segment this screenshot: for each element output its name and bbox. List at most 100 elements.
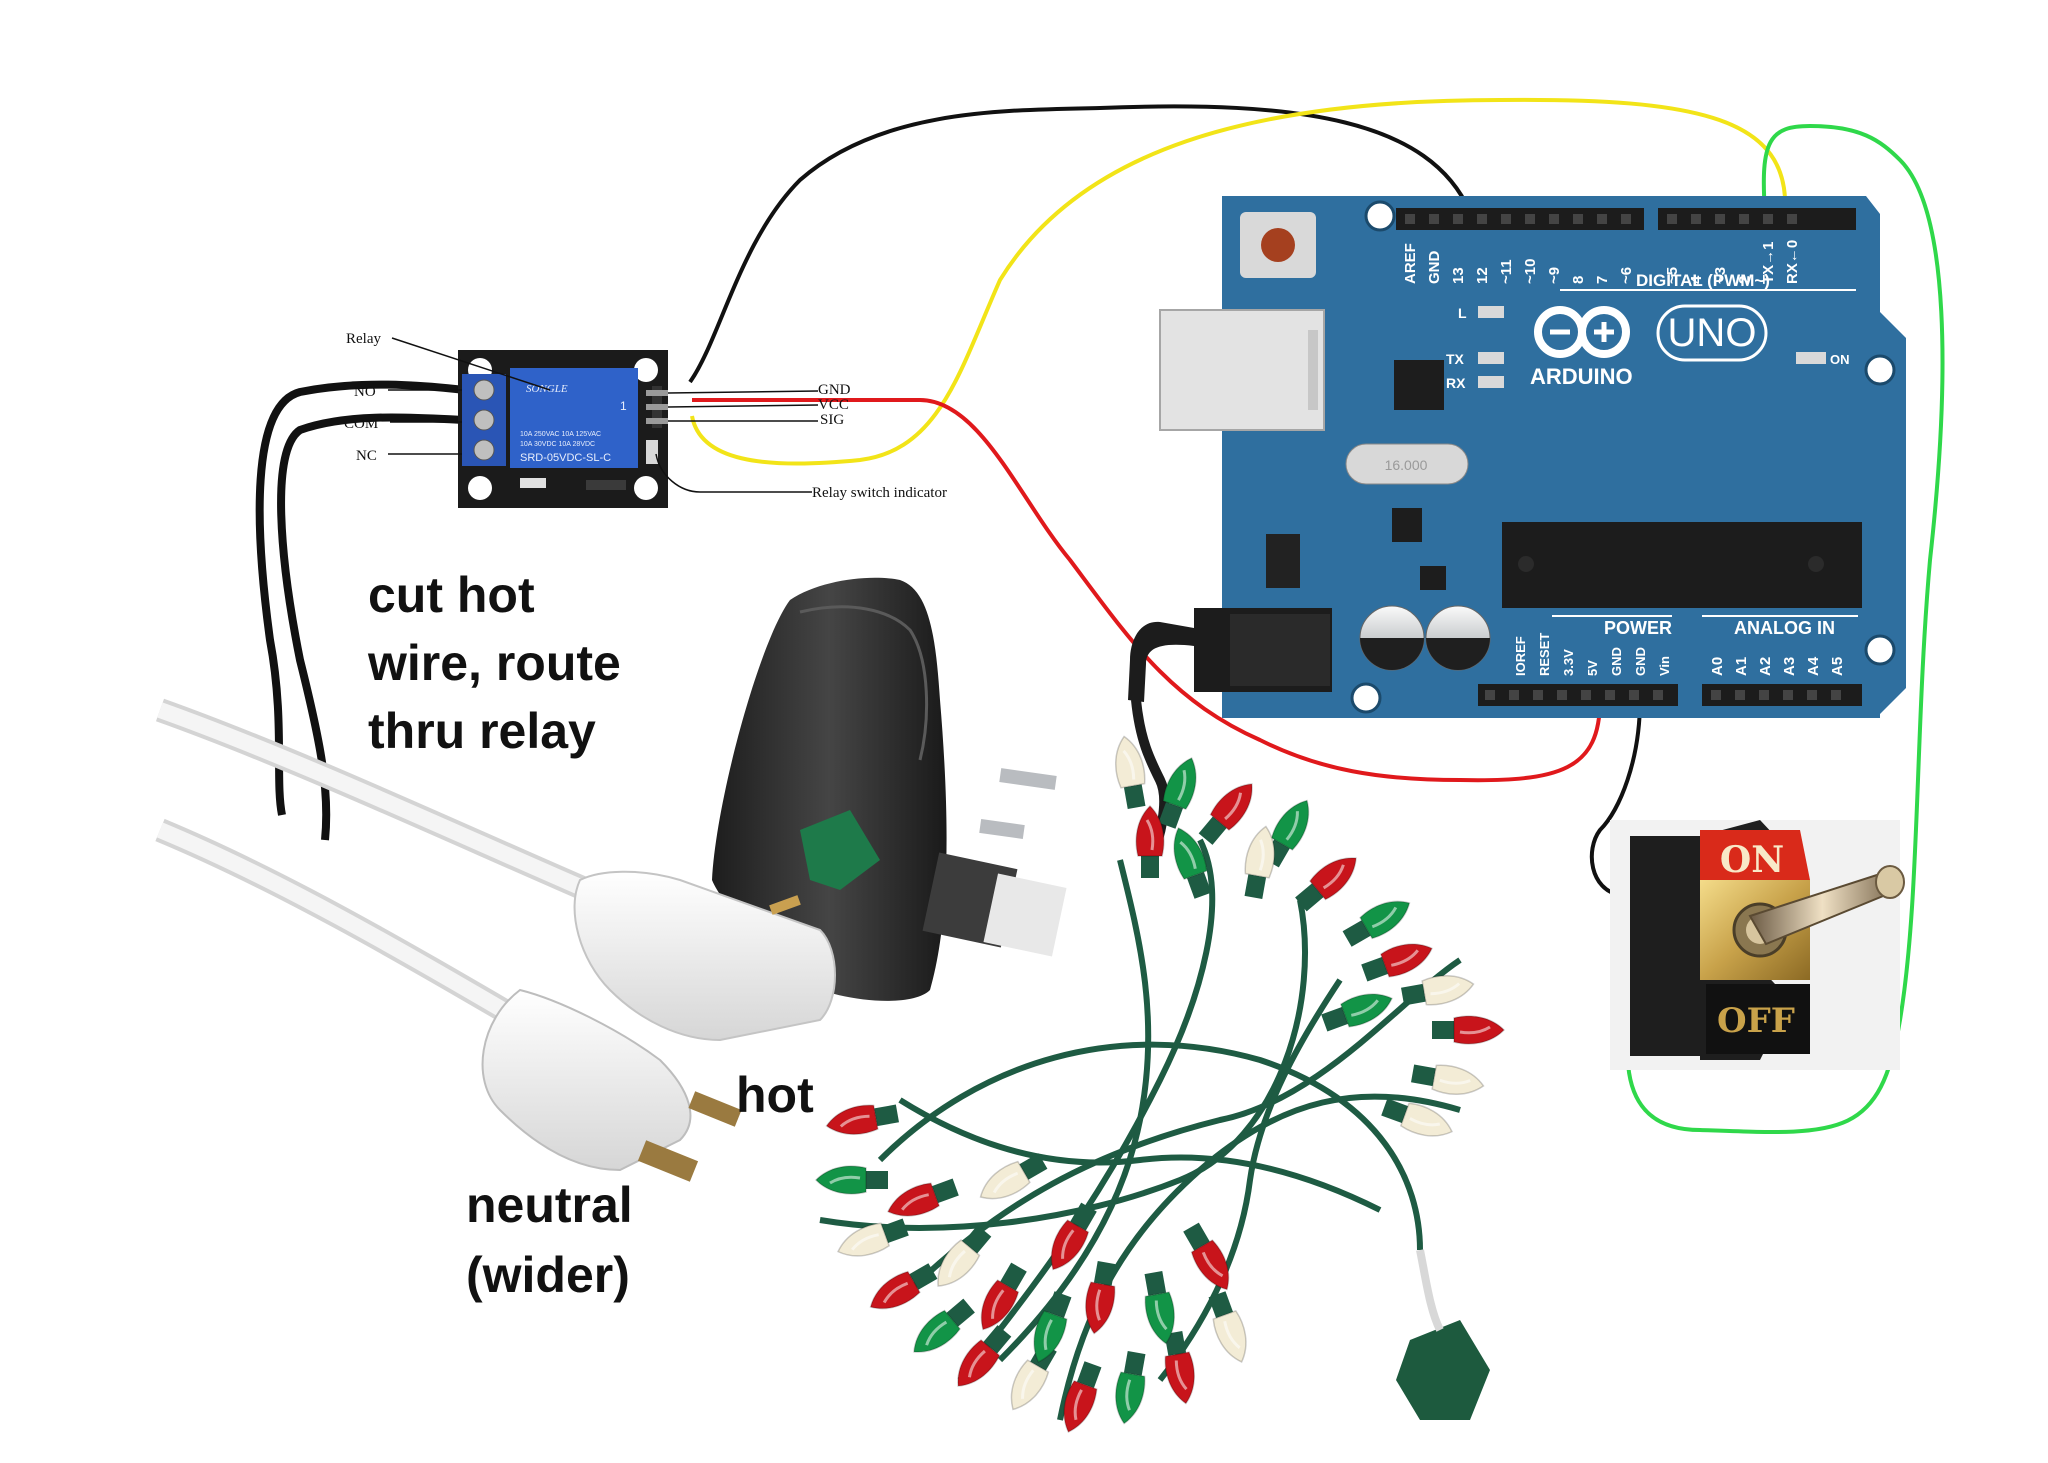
crystal-label: 16.000 (1385, 457, 1428, 473)
light-bulb (980, 1262, 1027, 1331)
relay-no-wire (255, 380, 466, 816)
analog-pin-label: A0 (1709, 657, 1726, 676)
header-hole (1807, 690, 1817, 700)
digital-pin-label: RX←0 (1784, 240, 1801, 284)
light-bulb (1115, 1351, 1146, 1425)
light-bulb (1135, 804, 1165, 878)
header-hole (1783, 690, 1793, 700)
analog-label: ANALOG IN (1734, 618, 1835, 638)
led-l-label: L (1458, 305, 1467, 321)
relay-labels: Relay NO COM NC GND VCC SIG Relay switch… (344, 331, 947, 501)
led-rx-label: RX (1446, 375, 1466, 391)
light-bulb (1295, 857, 1357, 912)
power-pin-label: 5V (1585, 660, 1600, 676)
yellow-wire-sig (690, 97, 1788, 466)
red-wire-vcc (692, 398, 1602, 783)
header-hole (1711, 690, 1721, 700)
digital-pin-label: 4 (1688, 275, 1705, 284)
relay-cube-rating-2: 10A 30VDC 10A 28VDC (520, 441, 595, 448)
light-bulb (1342, 900, 1411, 947)
uno-label: UNO (1668, 311, 1757, 355)
switch-off-label: OFF (1717, 1001, 1795, 1041)
annotations: cut hot wire, route thru relay hot neutr… (367, 567, 814, 1303)
led-on (1796, 352, 1826, 364)
digital-pin-label: ~6 (1618, 267, 1635, 284)
string-wire (1157, 978, 1343, 1382)
black-wire-gnd (688, 104, 1472, 384)
power-pin-label: GND (1609, 647, 1624, 676)
light-bulb (1432, 1015, 1506, 1045)
string-wire (877, 1041, 1423, 1251)
light-bulb (1198, 783, 1253, 845)
power-pin-label: IOREF (1513, 636, 1528, 676)
terminal-screw-com (473, 409, 495, 431)
terminal-screw-no (473, 379, 495, 401)
cut-hot-annotation: cut hot wire, route thru relay (367, 567, 635, 759)
relay-cube-number: 1 (620, 399, 627, 413)
relay-cube-rating-1: 10A 250VAC 10A 125VAC (520, 431, 601, 438)
header-hole (1621, 214, 1631, 224)
analog-pin-label: A1 (1733, 657, 1750, 676)
green-plug (800, 810, 880, 890)
light-bulb (1208, 1291, 1247, 1363)
header-hole (1573, 214, 1583, 224)
vcc-label: VCC (818, 397, 849, 413)
atmega-chip (1502, 522, 1862, 608)
jumper-wires (255, 97, 1945, 1134)
header-hole (1605, 690, 1615, 700)
header-hole (1831, 690, 1841, 700)
light-bulb (937, 1225, 992, 1287)
power-pin-label: 3.3V (1561, 649, 1576, 676)
power-header (1478, 684, 1678, 706)
green-wire (1625, 123, 1945, 1134)
power-label: POWER (1604, 618, 1672, 638)
header-hole (1787, 214, 1797, 224)
digital-pin-label: ~11 (1498, 259, 1515, 284)
light-bulb (1050, 1202, 1097, 1271)
analog-pin-label: A5 (1829, 657, 1846, 676)
relay-cube (510, 368, 638, 468)
adapter-prong-1 (999, 768, 1057, 790)
light-bulb (979, 1153, 1048, 1200)
on-plate (1700, 830, 1810, 880)
header-hole (1739, 214, 1749, 224)
light-bulb (837, 1218, 909, 1257)
header-hole (1485, 690, 1495, 700)
light-bulb (1144, 1271, 1175, 1345)
header-hole (1557, 690, 1567, 700)
wall-adapter (712, 577, 1057, 1001)
arduino-brand: ARDUINO (1530, 364, 1633, 389)
digital-header-1 (1396, 208, 1644, 230)
neutral-annotation: neutral (wider) (466, 1177, 647, 1303)
relay-cube-model: SRD-05VDC-SL-C (520, 452, 611, 464)
indicator-label: Relay switch indicator (812, 485, 947, 501)
black-wire-switch (1589, 699, 1642, 897)
light-bulb (1033, 1291, 1072, 1363)
light-bulb (1063, 1361, 1102, 1433)
switch-on-label: ON (1720, 839, 1784, 881)
voltage-regulator (1266, 534, 1300, 588)
header-hole (1525, 214, 1535, 224)
header-hole (1533, 690, 1543, 700)
digital-pin-label: ~10 (1522, 259, 1539, 284)
com-label: COM (344, 416, 378, 432)
string-wire (819, 899, 1308, 1231)
header-hole (1759, 690, 1769, 700)
digital-pin-label: GND (1426, 251, 1443, 285)
analog-pin-label: A2 (1757, 657, 1774, 676)
digital-header-2 (1658, 208, 1856, 230)
header-hole (1405, 214, 1415, 224)
usb-port (1159, 309, 1325, 431)
no-label: NO (354, 384, 376, 400)
light-bulb (1173, 827, 1212, 899)
header-hole (1667, 214, 1677, 224)
power-pin-label: Vin (1657, 656, 1672, 676)
analog-pin-label: A4 (1805, 656, 1822, 676)
power-pin-label: RESET (1537, 633, 1552, 676)
light-bulb (825, 1104, 899, 1135)
